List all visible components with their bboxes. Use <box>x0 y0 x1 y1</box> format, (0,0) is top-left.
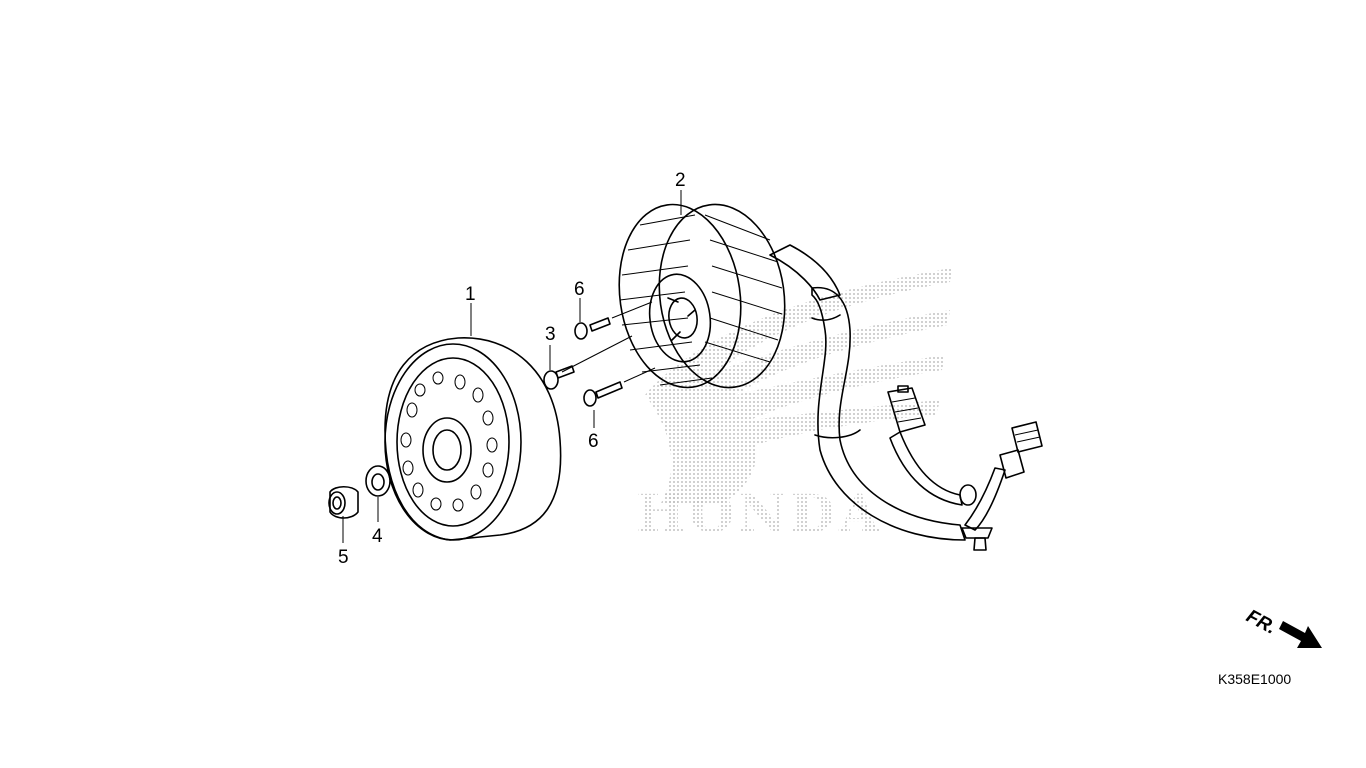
callout-4: 4 <box>372 526 383 547</box>
fasteners <box>328 317 623 519</box>
washer-4 <box>365 465 391 497</box>
bolt-3 <box>543 365 575 390</box>
bolt-6-upper <box>574 317 611 340</box>
front-arrow-icon <box>1279 621 1322 648</box>
stator-harness <box>769 244 1043 551</box>
front-direction-indicator: FR. <box>1243 606 1322 648</box>
brand-watermark: HONDA <box>636 268 952 545</box>
diagram-code: K358E1000 <box>1218 671 1292 687</box>
bolt-6-lower <box>583 381 623 407</box>
watermark-text: HONDA <box>636 484 883 545</box>
wing-watermark-icon <box>645 268 952 505</box>
callout-3: 3 <box>545 324 556 345</box>
flywheel <box>384 337 562 541</box>
callout-6-upper: 6 <box>574 279 585 300</box>
stator <box>618 203 786 389</box>
direction-label: FR. <box>1243 606 1280 639</box>
callout-2: 2 <box>675 170 686 191</box>
callout-5: 5 <box>338 547 349 568</box>
callout-1: 1 <box>465 284 476 305</box>
callout-6-lower: 6 <box>588 431 599 452</box>
nut-5 <box>328 485 359 519</box>
leader-lines <box>342 190 682 543</box>
callout-labels: 1 2 3 4 5 6 6 <box>338 170 686 568</box>
